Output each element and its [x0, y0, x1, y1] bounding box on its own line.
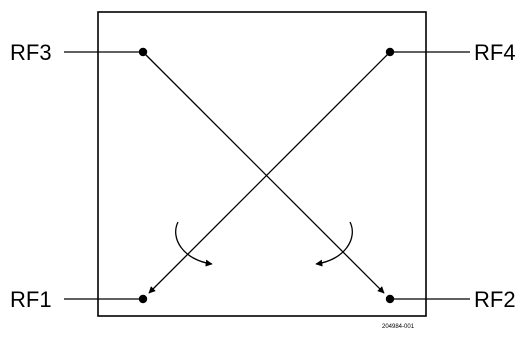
- rf1-label: RF1: [10, 287, 52, 312]
- left-curved-arrow: [175, 221, 213, 267]
- path-rf3-to-rf2: [142, 51, 385, 294]
- document-number: 204984-001: [382, 324, 415, 330]
- rf3-label: RF3: [10, 40, 52, 65]
- device-box: [97, 11, 427, 317]
- right-curved-arrow: [315, 221, 353, 267]
- rf1-port-dot: [138, 294, 148, 304]
- path-rf4-to-rf1: [148, 51, 391, 294]
- rf4-label: RF4: [474, 40, 516, 65]
- rf2-port-dot: [385, 294, 395, 304]
- rf2-label: RF2: [474, 287, 516, 312]
